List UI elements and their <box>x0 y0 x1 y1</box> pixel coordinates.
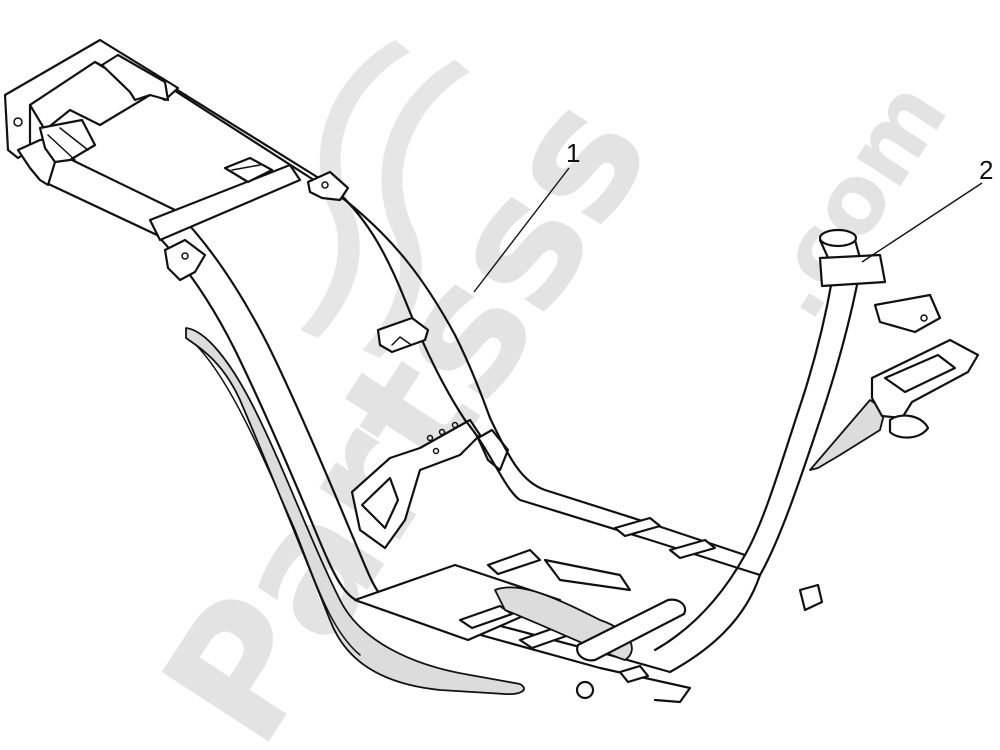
cross-brace-mid <box>148 163 302 242</box>
callouts: 1 2 <box>473 138 993 293</box>
callout-line-2 <box>861 182 983 263</box>
watermark-logo <box>300 40 470 358</box>
floor-rail-right <box>463 418 762 577</box>
floor-plate-front <box>353 563 562 642</box>
bracket-mid <box>376 316 430 354</box>
watermark-suffix: .com <box>737 62 969 337</box>
floor-pin <box>575 680 595 700</box>
side-stand-stub <box>798 583 824 612</box>
down-tube <box>758 278 860 577</box>
floor-slot <box>458 604 514 630</box>
callout-line-1 <box>473 167 570 293</box>
mount-hole <box>13 117 23 127</box>
callout-label-2[interactable]: 2 <box>979 155 993 185</box>
rear-mudguard <box>185 327 525 696</box>
callout-label-1[interactable]: 1 <box>566 138 580 168</box>
bracket-left <box>163 238 207 282</box>
front-bracket <box>809 399 886 471</box>
frame-rail-left <box>38 178 367 605</box>
frame-drawing <box>3 38 980 704</box>
floor-rail-left <box>363 601 692 704</box>
head-stock-bracket <box>873 293 942 334</box>
